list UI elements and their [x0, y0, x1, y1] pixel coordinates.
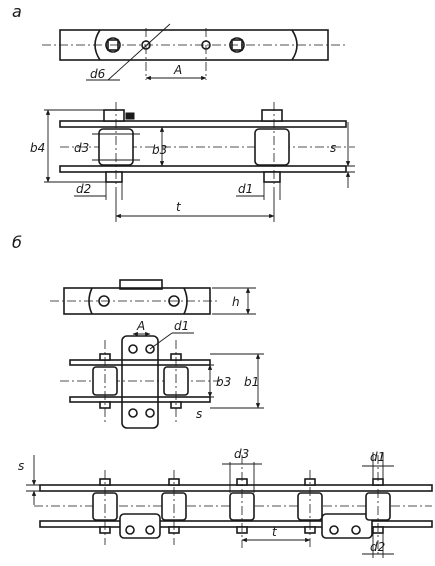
- label-d2-a: d2: [76, 182, 91, 196]
- section-label-b: б: [12, 233, 22, 252]
- attachment-link-side-view: [60, 331, 264, 429]
- square-hole-right: [231, 39, 243, 51]
- chain-strand-side-view: [26, 452, 433, 558]
- label-d2-c: d2: [370, 540, 385, 554]
- label-t-a: t: [176, 200, 182, 214]
- label-s-a: s: [330, 141, 336, 155]
- roller-right: [254, 128, 290, 166]
- label-b1: b1: [244, 375, 259, 389]
- label-d1-a: d1: [238, 182, 253, 196]
- label-d1-b: d1: [174, 319, 189, 333]
- label-b4: b4: [30, 141, 45, 155]
- chain-link-side-view: [44, 102, 355, 222]
- label-b3-a: b3: [152, 143, 167, 157]
- label-d6: d6: [90, 67, 106, 81]
- label-b3-b: b3: [216, 375, 231, 389]
- label-s-c: s: [18, 459, 24, 473]
- link-plate-top-view: [42, 23, 345, 81]
- label-d3-c: d3: [234, 447, 249, 461]
- section-label-a: a: [12, 2, 22, 21]
- attachment-plate-top-view: [50, 279, 256, 315]
- label-h: h: [232, 295, 240, 309]
- label-a-top: A: [173, 63, 182, 77]
- label-a-b: A: [136, 319, 145, 333]
- label-t-c: t: [272, 525, 278, 539]
- square-hole-left: [107, 39, 119, 51]
- label-d3-a: d3: [74, 141, 89, 155]
- label-d1-c: d1: [370, 450, 385, 464]
- label-s-b: s: [196, 407, 202, 421]
